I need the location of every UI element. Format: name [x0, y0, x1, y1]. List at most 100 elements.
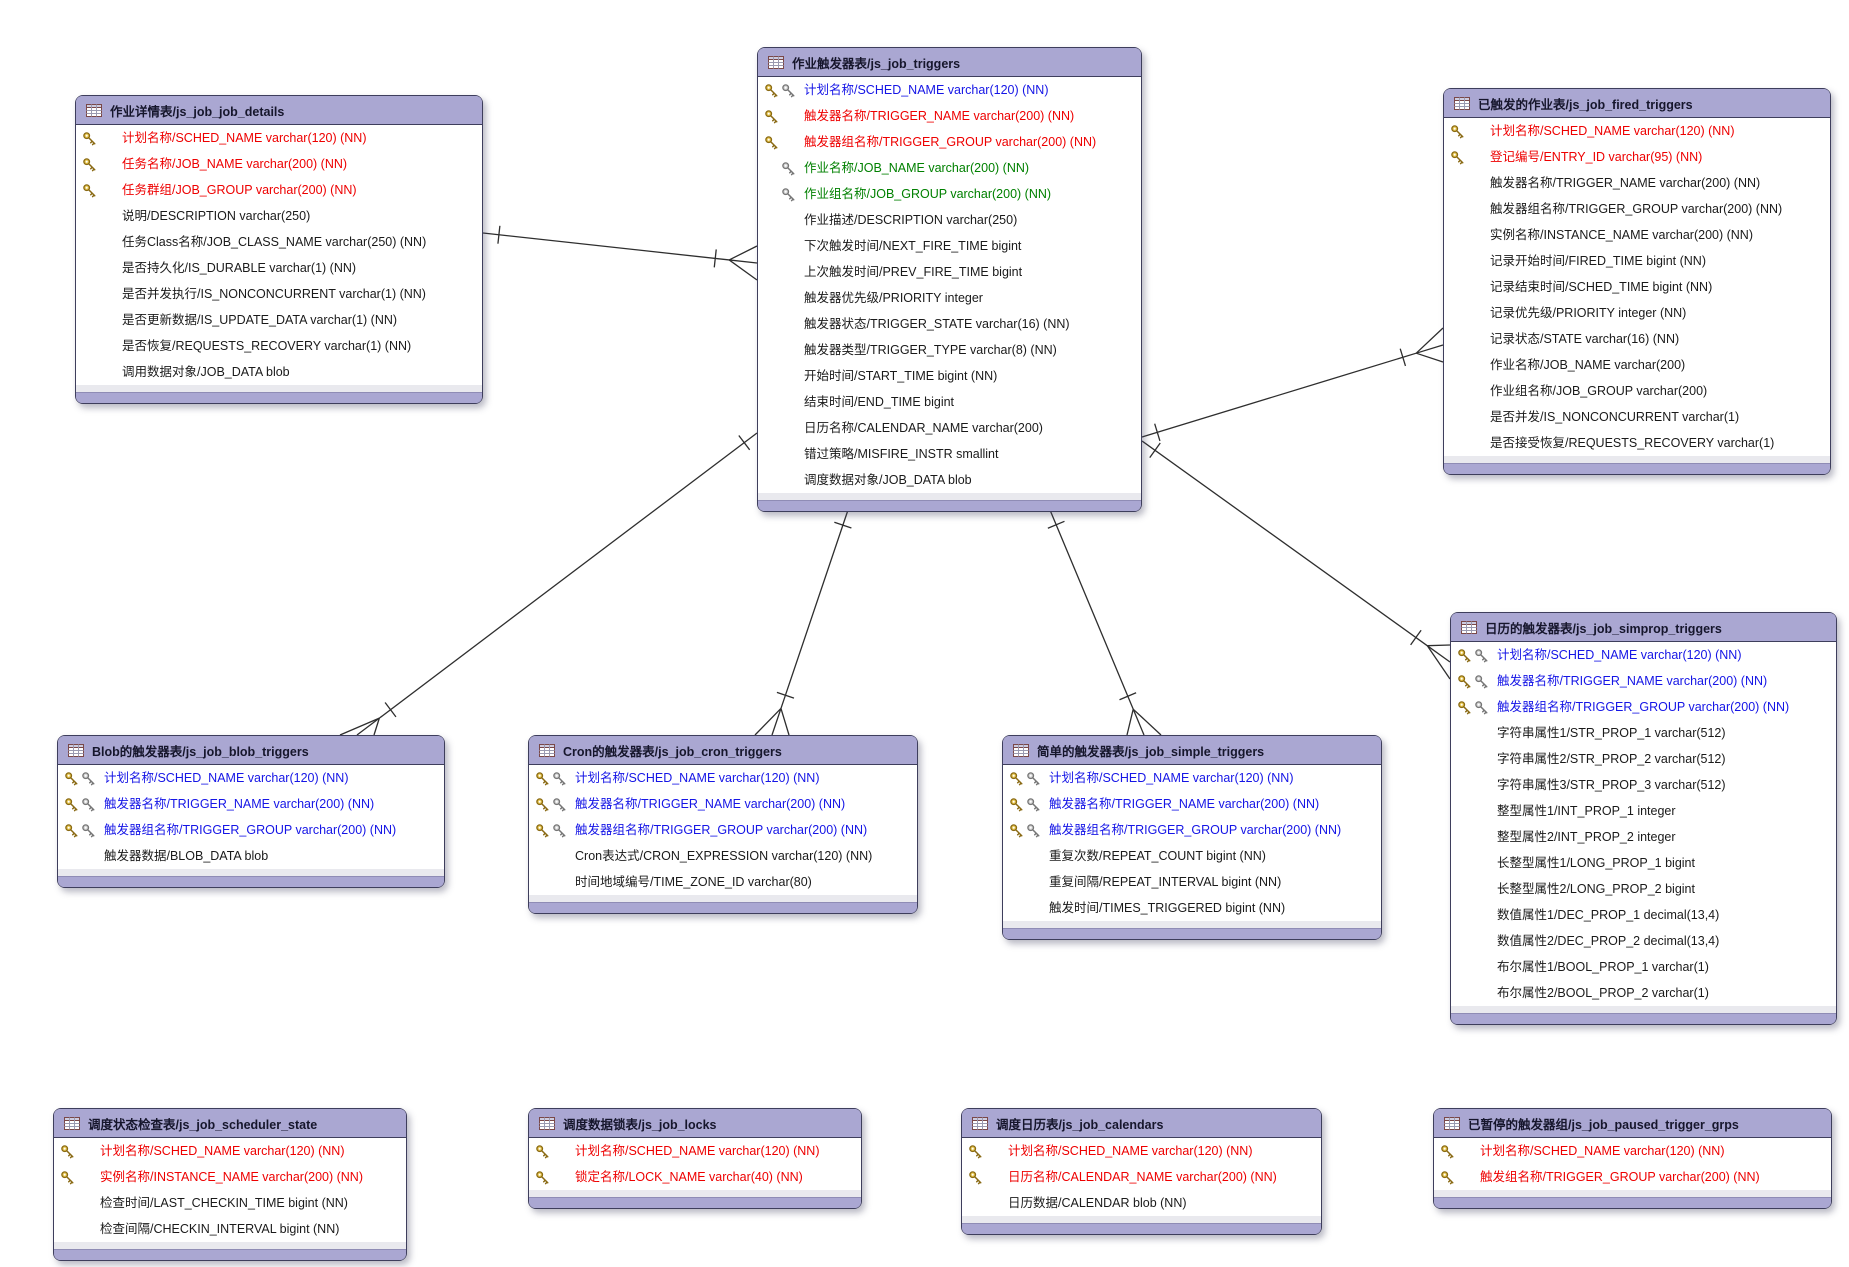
field-row[interactable]: 字符串属性3/STR_PROP_3 varchar(512) — [1451, 772, 1836, 798]
field-row[interactable]: 计划名称/SCHED_NAME varchar(120) (NN) — [76, 125, 482, 151]
field-row[interactable]: 记录状态/STATE varchar(16) (NN) — [1444, 326, 1830, 352]
field-row[interactable]: 错过策略/MISFIRE_INSTR smallint — [758, 441, 1141, 467]
field-row[interactable]: 作业名称/JOB_NAME varchar(200) (NN) — [758, 155, 1141, 181]
field-row[interactable]: 整型属性1/INT_PROP_1 integer — [1451, 798, 1836, 824]
field-row[interactable]: 触发器组名称/TRIGGER_GROUP varchar(200) (NN) — [58, 817, 444, 843]
field-row[interactable]: 计划名称/SCHED_NAME varchar(120) (NN) — [1451, 642, 1836, 668]
field-row[interactable]: 布尔属性2/BOOL_PROP_2 varchar(1) — [1451, 980, 1836, 1006]
field-row[interactable]: 重复间隔/REPEAT_INTERVAL bigint (NN) — [1003, 869, 1381, 895]
table-header[interactable]: 简单的触发器表/js_job_simple_triggers — [1003, 736, 1381, 765]
field-row[interactable]: 字符串属性1/STR_PROP_1 varchar(512) — [1451, 720, 1836, 746]
field-row[interactable]: 计划名称/SCHED_NAME varchar(120) (NN) — [58, 765, 444, 791]
field-row[interactable]: 触发器名称/TRIGGER_NAME varchar(200) (NN) — [529, 791, 917, 817]
table-header[interactable]: 调度状态检查表/js_job_scheduler_state — [54, 1109, 406, 1138]
field-row[interactable]: 作业名称/JOB_NAME varchar(200) — [1444, 352, 1830, 378]
table-header[interactable]: 日历的触发器表/js_job_simprop_triggers — [1451, 613, 1836, 642]
field-row[interactable]: 作业描述/DESCRIPTION varchar(250) — [758, 207, 1141, 233]
field-row[interactable]: 是否更新数据/IS_UPDATE_DATA varchar(1) (NN) — [76, 307, 482, 333]
field-row[interactable]: 是否恢复/REQUESTS_RECOVERY varchar(1) (NN) — [76, 333, 482, 359]
field-row[interactable]: 任务Class名称/JOB_CLASS_NAME varchar(250) (N… — [76, 229, 482, 255]
field-row[interactable]: 整型属性2/INT_PROP_2 integer — [1451, 824, 1836, 850]
field-row[interactable]: 计划名称/SCHED_NAME varchar(120) (NN) — [962, 1138, 1321, 1164]
field-row[interactable]: 记录结束时间/SCHED_TIME bigint (NN) — [1444, 274, 1830, 300]
field-row[interactable]: 触发器组名称/TRIGGER_GROUP varchar(200) (NN) — [758, 129, 1141, 155]
field-row[interactable]: 记录优先级/PRIORITY integer (NN) — [1444, 300, 1830, 326]
field-row[interactable]: 作业组名称/JOB_GROUP varchar(200) (NN) — [758, 181, 1141, 207]
field-row[interactable]: 检查时间/LAST_CHECKIN_TIME bigint (NN) — [54, 1190, 406, 1216]
field-row[interactable]: 触发器组名称/TRIGGER_GROUP varchar(200) (NN) — [1451, 694, 1836, 720]
field-row[interactable]: 字符串属性2/STR_PROP_2 varchar(512) — [1451, 746, 1836, 772]
field-row[interactable]: 计划名称/SCHED_NAME varchar(120) (NN) — [758, 77, 1141, 103]
field-row[interactable]: 登记编号/ENTRY_ID varchar(95) (NN) — [1444, 144, 1830, 170]
field-row[interactable]: 触发器名称/TRIGGER_NAME varchar(200) (NN) — [758, 103, 1141, 129]
field-row[interactable]: 时间地域编号/TIME_ZONE_ID varchar(80) — [529, 869, 917, 895]
table-header[interactable]: 调度数据锁表/js_job_locks — [529, 1109, 861, 1138]
field-row[interactable]: 是否持久化/IS_DURABLE varchar(1) (NN) — [76, 255, 482, 281]
field-row[interactable]: 布尔属性1/BOOL_PROP_1 varchar(1) — [1451, 954, 1836, 980]
field-row[interactable]: 是否并发/IS_NONCONCURRENT varchar(1) — [1444, 404, 1830, 430]
field-row[interactable]: 实例名称/INSTANCE_NAME varchar(200) (NN) — [1444, 222, 1830, 248]
field-row[interactable]: 触发器名称/TRIGGER_NAME varchar(200) (NN) — [1003, 791, 1381, 817]
field-row[interactable]: 是否并发执行/IS_NONCONCURRENT varchar(1) (NN) — [76, 281, 482, 307]
field-row[interactable]: 任务名称/JOB_NAME varchar(200) (NN) — [76, 151, 482, 177]
field-row[interactable]: 实例名称/INSTANCE_NAME varchar(200) (NN) — [54, 1164, 406, 1190]
field-row[interactable]: 日历数据/CALENDAR blob (NN) — [962, 1190, 1321, 1216]
table-header[interactable]: 已暂停的触发器组/js_job_paused_trigger_grps — [1434, 1109, 1831, 1138]
field-row[interactable]: 开始时间/START_TIME bigint (NN) — [758, 363, 1141, 389]
field-row[interactable]: 检查间隔/CHECKIN_INTERVAL bigint (NN) — [54, 1216, 406, 1242]
field-row[interactable]: 重复次数/REPEAT_COUNT bigint (NN) — [1003, 843, 1381, 869]
field-row[interactable]: 数值属性1/DEC_PROP_1 decimal(13,4) — [1451, 902, 1836, 928]
field-row[interactable]: Cron表达式/CRON_EXPRESSION varchar(120) (NN… — [529, 843, 917, 869]
field-row[interactable]: 长整型属性2/LONG_PROP_2 bigint — [1451, 876, 1836, 902]
field-row[interactable]: 数值属性2/DEC_PROP_2 decimal(13,4) — [1451, 928, 1836, 954]
table-header[interactable]: 作业详情表/js_job_job_details — [76, 96, 482, 125]
field-row[interactable]: 长整型属性1/LONG_PROP_1 bigint — [1451, 850, 1836, 876]
table-header[interactable]: 已触发的作业表/js_job_fired_triggers — [1444, 89, 1830, 118]
field-row[interactable]: 说明/DESCRIPTION varchar(250) — [76, 203, 482, 229]
field-row[interactable]: 触发器组名称/TRIGGER_GROUP varchar(200) (NN) — [1444, 196, 1830, 222]
field-row[interactable]: 日历名称/CALENDAR_NAME varchar(200) (NN) — [962, 1164, 1321, 1190]
field-row[interactable]: 触发器名称/TRIGGER_NAME varchar(200) (NN) — [58, 791, 444, 817]
field-row[interactable]: 调度数据对象/JOB_DATA blob — [758, 467, 1141, 493]
field-row[interactable]: 计划名称/SCHED_NAME varchar(120) (NN) — [1434, 1138, 1831, 1164]
field-row[interactable]: 调用数据对象/JOB_DATA blob — [76, 359, 482, 385]
field-row[interactable]: 上次触发时间/PREV_FIRE_TIME bigint — [758, 259, 1141, 285]
field-row[interactable]: 记录开始时间/FIRED_TIME bigint (NN) — [1444, 248, 1830, 274]
field-row[interactable]: 计划名称/SCHED_NAME varchar(120) (NN) — [1444, 118, 1830, 144]
field-row[interactable]: 触发器类型/TRIGGER_TYPE varchar(8) (NN) — [758, 337, 1141, 363]
field-row[interactable]: 触发组名称/TRIGGER_GROUP varchar(200) (NN) — [1434, 1164, 1831, 1190]
field-row[interactable]: 触发器优先级/PRIORITY integer — [758, 285, 1141, 311]
field-row[interactable]: 触发器组名称/TRIGGER_GROUP varchar(200) (NN) — [1003, 817, 1381, 843]
field-row[interactable]: 日历名称/CALENDAR_NAME varchar(200) — [758, 415, 1141, 441]
field-row[interactable]: 计划名称/SCHED_NAME varchar(120) (NN) — [54, 1138, 406, 1164]
field-row[interactable]: 触发器组名称/TRIGGER_GROUP varchar(200) (NN) — [529, 817, 917, 843]
field-row[interactable]: 是否接受恢复/REQUESTS_RECOVERY varchar(1) — [1444, 430, 1830, 456]
table-header[interactable]: Cron的触发器表/js_job_cron_triggers — [529, 736, 917, 765]
field-row[interactable]: 触发器名称/TRIGGER_NAME varchar(200) (NN) — [1444, 170, 1830, 196]
table-header[interactable]: 调度日历表/js_job_calendars — [962, 1109, 1321, 1138]
field-row[interactable]: 结束时间/END_TIME bigint — [758, 389, 1141, 415]
table-header[interactable]: Blob的触发器表/js_job_blob_triggers — [58, 736, 444, 765]
field-row[interactable]: 锁定名称/LOCK_NAME varchar(40) (NN) — [529, 1164, 861, 1190]
field-row[interactable]: 触发时间/TIMES_TRIGGERED bigint (NN) — [1003, 895, 1381, 921]
table-header[interactable]: 作业触发器表/js_job_triggers — [758, 48, 1141, 77]
field-row[interactable]: 作业组名称/JOB_GROUP varchar(200) — [1444, 378, 1830, 404]
field-row[interactable]: 触发器名称/TRIGGER_NAME varchar(200) (NN) — [1451, 668, 1836, 694]
field-row[interactable]: 触发器状态/TRIGGER_STATE varchar(16) (NN) — [758, 311, 1141, 337]
field-row[interactable]: 计划名称/SCHED_NAME varchar(120) (NN) — [529, 765, 917, 791]
field-row[interactable]: 任务群组/JOB_GROUP varchar(200) (NN) — [76, 177, 482, 203]
field-row[interactable]: 触发器数据/BLOB_DATA blob — [58, 843, 444, 869]
field-row[interactable]: 计划名称/SCHED_NAME varchar(120) (NN) — [529, 1138, 861, 1164]
field-row[interactable]: 下次触发时间/NEXT_FIRE_TIME bigint — [758, 233, 1141, 259]
